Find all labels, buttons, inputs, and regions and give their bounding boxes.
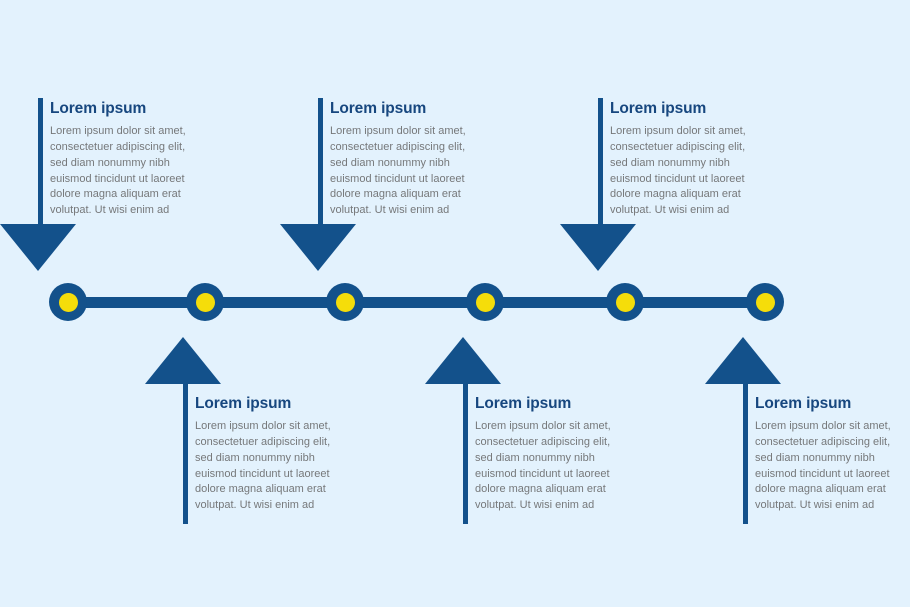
timeline-node-core-3 — [335, 292, 355, 312]
callout-text-5: Lorem ipsum dolor sit amet, consectetuer… — [610, 125, 746, 217]
callout-text-2: Lorem ipsum dolor sit amet, consectetuer… — [195, 420, 331, 512]
callout-arrow-down-icon-1 — [0, 224, 76, 271]
callout-title-1: Lorem ipsum — [50, 100, 147, 117]
timeline-node-core-2 — [195, 292, 215, 312]
callout-arrow-up-icon-2 — [145, 337, 221, 384]
callout-text-6: Lorem ipsum dolor sit amet, consectetuer… — [755, 420, 891, 512]
timeline-node-2[interactable] — [186, 283, 224, 321]
timeline-node-core-1 — [58, 292, 78, 312]
callout-stem-4 — [463, 381, 468, 524]
timeline-node-1[interactable] — [49, 283, 87, 321]
callout-title-6: Lorem ipsum — [755, 395, 852, 412]
callout-arrow-up-icon-6 — [705, 337, 781, 384]
callout-arrow-down-icon-3 — [280, 224, 356, 271]
timeline-node-3[interactable] — [326, 283, 364, 321]
callout-text-3: Lorem ipsum dolor sit amet, consectetuer… — [330, 125, 466, 217]
timeline-node-core-4 — [475, 292, 495, 312]
callout-stem-6 — [743, 381, 748, 524]
callout-title-4: Lorem ipsum — [475, 395, 572, 412]
callout-title-2: Lorem ipsum — [195, 395, 292, 412]
timeline-track — [68, 297, 765, 308]
callout-stem-3 — [318, 98, 323, 226]
timeline-node-6[interactable] — [746, 283, 784, 321]
callout-title-3: Lorem ipsum — [330, 100, 427, 117]
callout-stem-2 — [183, 381, 188, 524]
timeline-node-4[interactable] — [466, 283, 504, 321]
timeline-node-5[interactable] — [606, 283, 644, 321]
callout-text-1: Lorem ipsum dolor sit amet, consectetuer… — [50, 125, 186, 217]
callout-stem-5 — [598, 98, 603, 226]
timeline-node-core-5 — [615, 292, 635, 312]
callout-text-4: Lorem ipsum dolor sit amet, consectetuer… — [475, 420, 611, 512]
callout-arrow-down-icon-5 — [560, 224, 636, 271]
callout-stem-1 — [38, 98, 43, 226]
callout-title-5: Lorem ipsum — [610, 100, 707, 117]
callout-arrow-up-icon-4 — [425, 337, 501, 384]
timeline-node-core-6 — [755, 292, 775, 312]
